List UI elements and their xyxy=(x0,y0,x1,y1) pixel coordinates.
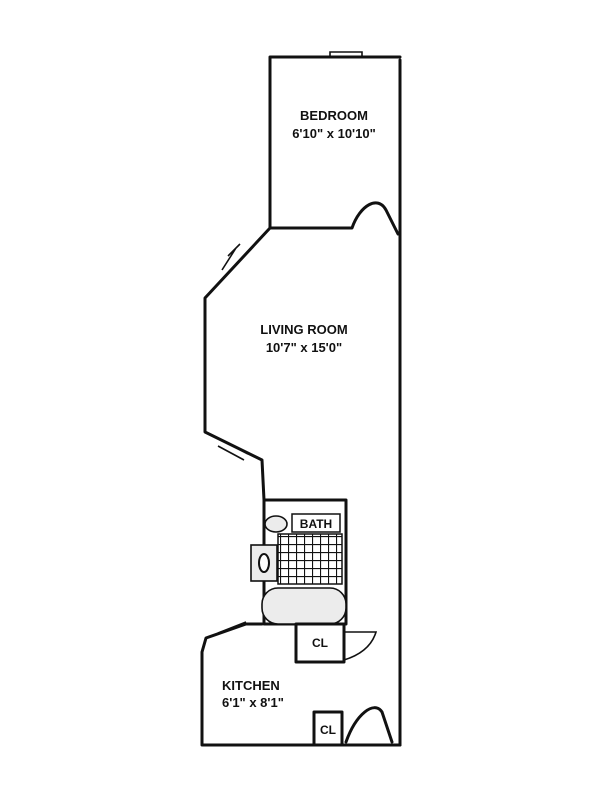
bedroom-walls xyxy=(268,55,402,230)
bath-label-box xyxy=(291,513,341,533)
closet-2-outline xyxy=(312,710,344,747)
toilet-bowl-icon xyxy=(258,553,270,573)
kitchen-door-swing xyxy=(344,706,394,744)
closet-1-door-swing xyxy=(343,631,378,661)
closet-1-label: CL xyxy=(312,636,328,650)
closet-1-outline xyxy=(294,622,346,664)
bedroom-dims: 6'10" x 10'10" xyxy=(292,126,376,141)
kitchen-window xyxy=(217,621,247,634)
living-window-top xyxy=(221,243,241,271)
bathtub-icon xyxy=(261,587,347,625)
bath-label: BATH xyxy=(300,517,332,531)
bedroom-name: BEDROOM xyxy=(300,108,368,123)
living-room-walls xyxy=(203,226,272,502)
kitchen-name: KITCHEN xyxy=(222,678,280,693)
closet-2-label: CL xyxy=(320,723,336,737)
kitchen-walls xyxy=(200,622,402,747)
sink-icon xyxy=(264,515,288,533)
kitchen-dims: 6'1" x 8'1" xyxy=(222,695,284,710)
bedroom-window xyxy=(329,51,363,57)
living-room-name: LIVING ROOM xyxy=(260,322,347,337)
living-window-bottom xyxy=(217,439,249,461)
living-room-dims: 10'7" x 15'0" xyxy=(266,340,342,355)
bath-tile-floor xyxy=(277,533,343,585)
bedroom-living-divider xyxy=(268,201,400,236)
